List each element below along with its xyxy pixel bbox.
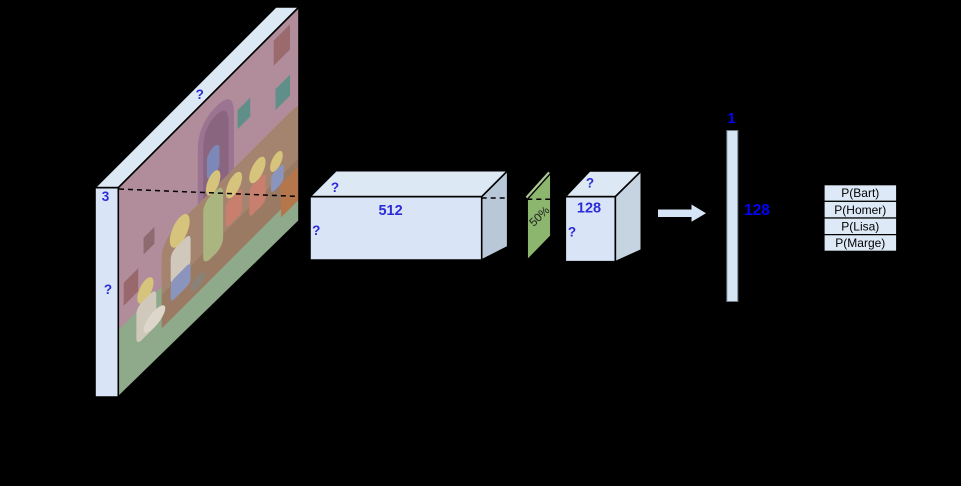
output-class-marge: P(Marge) [835, 236, 885, 250]
scene-homer [169, 214, 190, 248]
output-table: P(Bart) P(Homer) P(Lisa) P(Marge) [823, 184, 898, 252]
pool-height-label: ? [568, 225, 576, 240]
fc-units-label: 128 [744, 202, 770, 219]
conv-width-label: ? [331, 180, 339, 195]
input-image [118, 7, 299, 397]
scene-picture-frame [275, 74, 290, 111]
scene-picture-frame [273, 24, 290, 66]
scene-bart [225, 171, 243, 199]
conv-box-front-face [309, 195, 483, 261]
scene-maggie [270, 150, 283, 172]
pool-block-128: ? 128 ? [564, 170, 643, 263]
input-image-border [117, 6, 300, 398]
pool-width-label: ? [586, 176, 594, 191]
input-depth-label: 3 [102, 189, 110, 204]
table-row [823, 234, 898, 252]
output-class-bart: P(Bart) [841, 186, 879, 200]
output-class-homer: P(Homer) [834, 203, 886, 217]
scene-marge [205, 170, 221, 196]
input-volume: ? 3 ? [94, 6, 301, 398]
conv-box-top-face [309, 169, 509, 198]
pool-channels-label: 128 [577, 201, 601, 217]
pool-box-front-face [564, 195, 617, 263]
conv-block-512: ? 512 ? [309, 169, 509, 261]
flatten-arrow-icon [658, 204, 706, 222]
fc-width-label: 1 [727, 111, 735, 127]
scene-picture-frame [237, 97, 251, 130]
input-width-label: ? [196, 87, 204, 102]
input-height-label: ? [104, 282, 112, 297]
scene-grampa [137, 277, 154, 304]
scene-lisa [249, 156, 266, 184]
conv-channels-label: 512 [378, 203, 402, 219]
scene-dog [143, 305, 166, 333]
dropout-slab-face [526, 172, 552, 261]
input-depth-dashed-line [118, 188, 301, 198]
fc-layer: 1 128 [726, 111, 770, 302]
scene-picture-frame [143, 226, 155, 255]
scene-cat [190, 272, 206, 292]
output-class-lisa: P(Lisa) [841, 220, 879, 234]
conv-height-label: ? [312, 223, 320, 238]
scene-picture-frame [123, 268, 139, 306]
fc-bar [726, 130, 739, 302]
dropout-layer: 50% [524, 170, 552, 261]
